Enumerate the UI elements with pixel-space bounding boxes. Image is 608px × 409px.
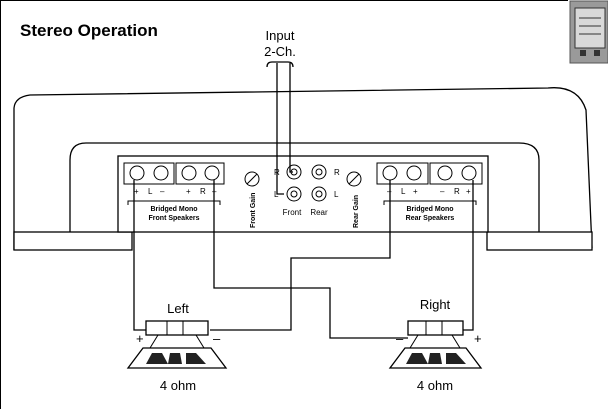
rca-front-label: Front <box>283 208 302 217</box>
rear-speakers-label: Rear Speakers <box>406 215 455 222</box>
rca-section: R L R L Front Rear <box>274 164 340 217</box>
rear-gain-knob[interactable] <box>346 171 362 187</box>
rear-gain-label: Rear Gain <box>353 195 360 228</box>
input-label: Input <box>266 28 295 43</box>
rear-sign-3: – <box>440 187 445 196</box>
rca-rear-label: Rear <box>310 208 328 217</box>
front-gain-knob[interactable] <box>244 171 260 187</box>
left-speaker-minus: – <box>213 331 221 346</box>
front-bridged-label: Bridged Mono <box>150 206 197 213</box>
wire-right-plus <box>463 180 474 331</box>
right-speaker-label: Right <box>420 297 451 312</box>
front-gain-label: Front Gain <box>250 193 257 228</box>
rca-front-l-label: L <box>274 190 279 199</box>
terminal-panel <box>117 155 489 233</box>
right-speaker-impedance: 4 ohm <box>417 378 453 393</box>
wire-right-minus <box>210 180 391 331</box>
rca-rear-r-label: R <box>334 168 340 177</box>
front-sign-0: + <box>134 187 139 196</box>
rear-right-plus-terminal[interactable] <box>461 165 477 181</box>
left-speaker-label: Left <box>167 301 189 316</box>
input-wire-right <box>289 63 293 173</box>
rear-left-plus-terminal[interactable] <box>406 165 422 181</box>
input-wire-left <box>276 63 284 195</box>
rca-rear-right-jack[interactable] <box>311 164 327 180</box>
wire-left-plus <box>133 180 146 331</box>
front-sign-3: + <box>186 187 191 196</box>
left-speaker-impedance: 4 ohm <box>160 378 196 393</box>
front-speakers-label: Front Speakers <box>149 215 200 222</box>
right-speaker-icon <box>388 320 483 369</box>
input-channels-label: 2-Ch. <box>264 44 296 59</box>
rca-front-right-jack[interactable] <box>286 164 302 180</box>
front-right-minus-terminal[interactable] <box>204 165 220 181</box>
rear-sign-2: + <box>413 187 418 196</box>
rear-sign-4: R <box>454 187 460 196</box>
page-title: Stereo Operation <box>20 21 158 40</box>
rear-bridged-label: Bridged Mono <box>406 206 453 213</box>
rear-sign-5: + <box>466 187 471 196</box>
left-speaker-icon <box>126 320 228 369</box>
rca-front-r-label: R <box>274 168 280 177</box>
front-sign-2: – <box>160 187 165 196</box>
corner-badge-icon <box>569 0 608 64</box>
front-sign-4: R <box>200 187 206 196</box>
amplifier-body <box>13 87 593 251</box>
front-left-plus-terminal[interactable] <box>129 165 145 181</box>
rear-sign-1: L <box>401 187 406 196</box>
rca-rear-left-jack[interactable] <box>311 186 327 202</box>
rca-rear-l-label: L <box>334 190 339 199</box>
front-right-plus-terminal[interactable] <box>181 165 197 181</box>
rca-front-left-jack[interactable] <box>286 186 302 202</box>
rear-right-minus-terminal[interactable] <box>437 165 453 181</box>
right-speaker-minus: – <box>396 331 404 346</box>
input-bracket <box>266 61 294 68</box>
front-left-minus-terminal[interactable] <box>153 165 169 181</box>
wire-left-minus <box>213 180 408 339</box>
speaker-wiring <box>133 180 474 339</box>
right-speaker-plus: + <box>474 331 482 346</box>
front-sign-1: L <box>148 187 153 196</box>
left-speaker-plus: + <box>136 331 144 346</box>
